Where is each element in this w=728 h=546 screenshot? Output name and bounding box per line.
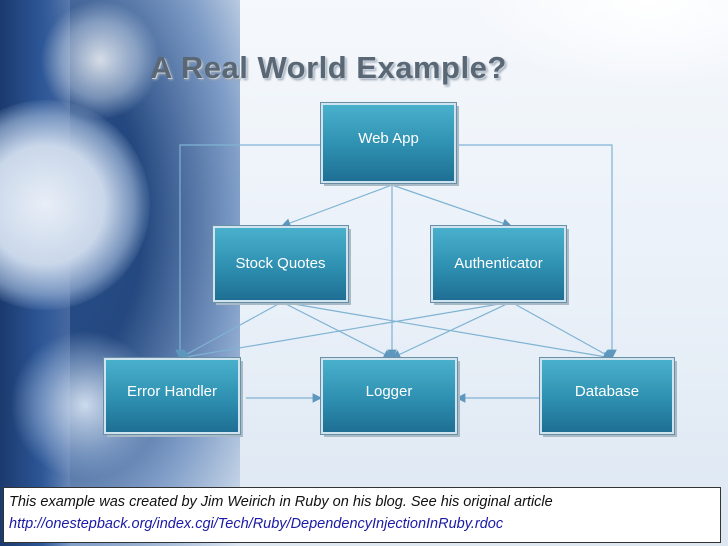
node-database: Database xyxy=(539,357,675,435)
decorative-shine xyxy=(468,0,728,90)
edge-webapp-stock xyxy=(280,184,393,228)
edge-stock-logger xyxy=(281,301,394,359)
node-authenticator-label: Authenticator xyxy=(454,254,543,272)
gear-graphic-top xyxy=(40,0,160,120)
node-logger-label: Logger xyxy=(365,382,413,400)
node-database-label: Database xyxy=(574,382,640,400)
edge-stock-db xyxy=(281,301,614,362)
attribution-caption: This example was created by Jim Weirich … xyxy=(3,487,721,543)
edge-webapp-db xyxy=(456,144,617,360)
decorative-gear-panel xyxy=(0,0,240,546)
node-web-app-label: Web App xyxy=(358,129,419,147)
node-web-app: Web App xyxy=(320,102,457,184)
node-authenticator: Authenticator xyxy=(430,225,567,303)
attribution-text: This example was created by Jim Weirich … xyxy=(9,494,553,510)
slide-title: A Real World Example? xyxy=(150,50,507,85)
node-stock-quotes-label: Stock Quotes xyxy=(235,254,326,272)
source-link[interactable]: http://onestepback.org/index.cgi/Tech/Ru… xyxy=(9,516,504,532)
node-error-handler-label: Error Handler xyxy=(126,382,218,400)
edge-auth-db xyxy=(510,301,614,359)
edge-auth-logger xyxy=(390,301,512,359)
edge-auth-error xyxy=(178,301,512,362)
edge-webapp-auth xyxy=(391,184,513,228)
edge-stock-error xyxy=(178,301,283,359)
edge-webapp-error xyxy=(175,144,321,360)
node-error-handler: Error Handler xyxy=(103,357,241,435)
node-logger: Logger xyxy=(320,357,458,435)
node-stock-quotes: Stock Quotes xyxy=(212,225,349,303)
